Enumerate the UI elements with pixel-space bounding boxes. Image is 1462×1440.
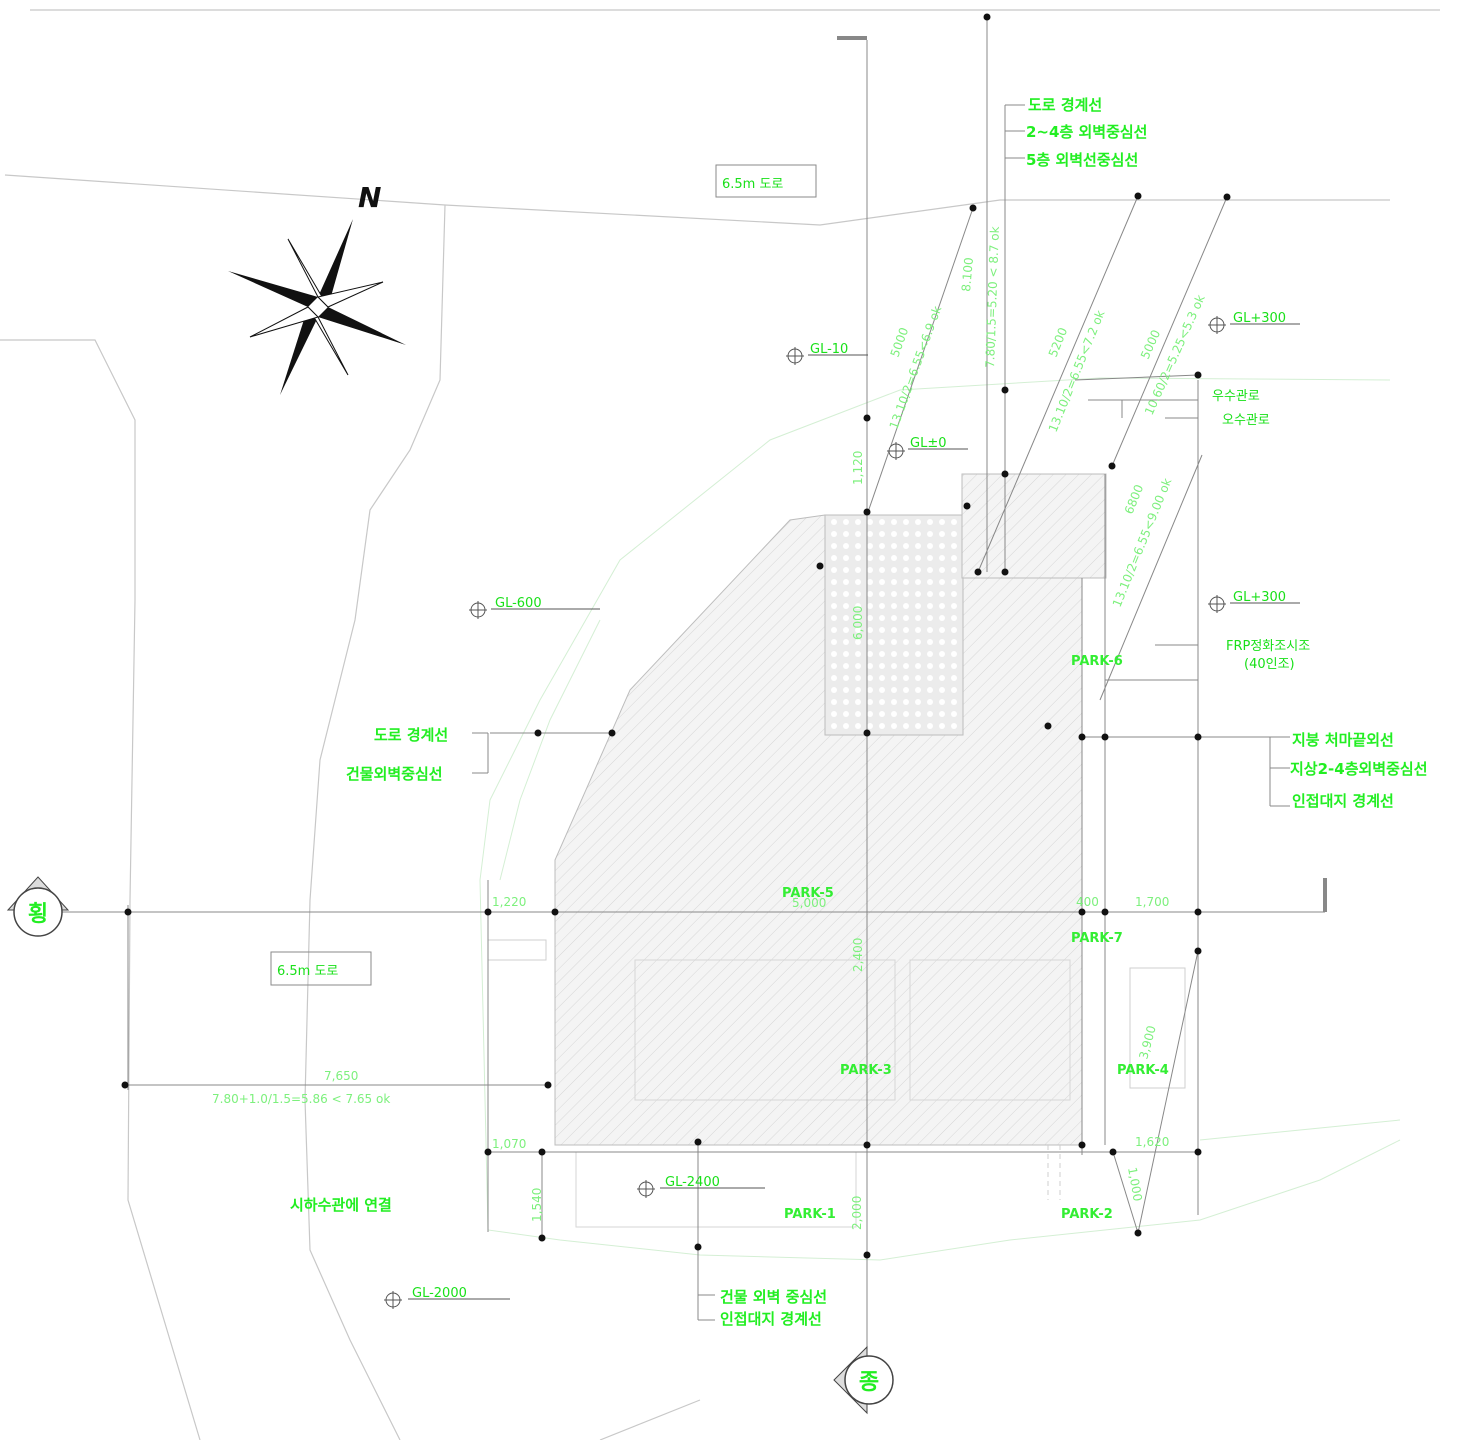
leader-left-building-wall: 건물외벽중심선 — [346, 765, 443, 783]
dim-diagonal-3a: 5200 — [1046, 326, 1070, 360]
section-marker-vertical: 종 — [833, 1345, 894, 1415]
leader-right-eaves: 지붕 처마끝외선 — [1292, 731, 1394, 749]
svg-text:GL+300: GL+300 — [1233, 311, 1286, 326]
road-label-top: 6.5m 도로 — [715, 164, 817, 198]
parking-label-3: PARK-3 — [840, 1063, 892, 1078]
parking-label-2: PARK-2 — [1061, 1207, 1113, 1222]
gl-marker-top: GL-10 — [786, 342, 868, 365]
dim-6000: 6,000 — [851, 606, 865, 640]
north-compass-icon: N — [228, 181, 406, 395]
svg-text:GL+300: GL+300 — [1233, 590, 1286, 605]
road-label-left: 6.5m 도로 — [270, 951, 372, 986]
gl-marker-mid: GL±0 — [887, 436, 968, 460]
dim-diagonal-5a: 6800 — [1122, 483, 1146, 517]
parking-label-7: PARK-7 — [1071, 931, 1123, 946]
dim-diagonal-1a: 5000 — [888, 326, 912, 359]
leader-bottom-adjacent: 인접대지 경계선 — [720, 1310, 822, 1328]
site-contour-lines — [479, 377, 1401, 1261]
svg-text:GL-600: GL-600 — [495, 596, 542, 611]
leader-right-adjacent: 인접대지 경계선 — [1292, 792, 1394, 810]
gl-marker-left: GL-600 — [469, 596, 600, 619]
parking-label-4: PARK-4 — [1117, 1063, 1169, 1078]
svg-text:6.5m 도로: 6.5m 도로 — [277, 964, 338, 979]
gl-marker-bottom-left: GL-2000 — [384, 1286, 510, 1309]
dim-3900: 3,900 — [1136, 1024, 1158, 1061]
svg-text:종: 종 — [859, 1370, 879, 1395]
leader-left-road-boundary: 도로 경계선 — [374, 726, 448, 744]
road-edges — [0, 9, 1440, 1440]
grid-lines — [35, 15, 1327, 1380]
dim-1070: 1,070 — [492, 1137, 526, 1151]
dim-diagonal-2a: 8.100 — [959, 257, 976, 292]
leader-top-road-boundary: 도로 경계선 — [1028, 96, 1102, 114]
leader-top-wall-2-4: 2~4층 외벽중심선 — [1026, 123, 1147, 141]
parking-label-1: PARK-1 — [784, 1207, 836, 1222]
dim-1000: 1,000 — [1125, 1166, 1145, 1202]
svg-text:GL-2400: GL-2400 — [665, 1175, 720, 1190]
dim-2400: 2,400 — [851, 938, 865, 972]
dim-diagonal-1b: 13.10/2=6.55<6.9 ok — [887, 304, 945, 431]
dim-5000-center: 5,000 — [792, 896, 826, 910]
leader-bottom-building-wall: 건물 외벽 중심선 — [720, 1288, 827, 1306]
parking-label-5: PARK-5 — [782, 886, 834, 901]
dim-1120: 1,120 — [851, 451, 865, 485]
dim-400: 400 — [1076, 895, 1099, 909]
svg-text:GL±0: GL±0 — [910, 436, 946, 451]
dim-calc-left: 7.80+1.0/1.5=5.86 < 7.65 ok — [212, 1092, 390, 1106]
septic-tank-label: FRP정화조시조 — [1226, 639, 1310, 654]
dim-1220: 1,220 — [492, 895, 526, 909]
dim-diagonal-3b: 13.10/2=6.55<7.2 ok — [1046, 308, 1108, 434]
pipe-storm-label: 우수관로 — [1212, 389, 1260, 404]
gl-marker-bottom: GL-2400 — [637, 1175, 765, 1198]
leader-right-wall-2-4: 지상2-4층외벽중심선 — [1290, 760, 1428, 778]
sewer-connection-label: 시하수관에 연결 — [290, 1196, 392, 1214]
section-marker-horizontal: 횡 — [6, 876, 70, 937]
stair-core — [824, 514, 964, 736]
septic-tank-capacity: (40인조) — [1244, 657, 1295, 672]
svg-text:6.5m 도로: 6.5m 도로 — [722, 177, 783, 192]
compass-north-letter: N — [358, 181, 381, 214]
leader-top-wall-5: 5층 외벽선중심선 — [1026, 151, 1138, 169]
svg-text:GL-2000: GL-2000 — [412, 1286, 467, 1301]
grid-node-dots — [121, 13, 1231, 1259]
dim-diagonal-2b: 7.80/1.5=5.20 < 8.7 ok — [983, 226, 1002, 368]
dim-1540: 1,540 — [530, 1188, 544, 1222]
dim-7650: 7,650 — [324, 1069, 358, 1083]
dim-2000: 2,000 — [850, 1196, 864, 1230]
parking-label-6: PARK-6 — [1071, 654, 1123, 669]
svg-text:GL-10: GL-10 — [810, 342, 848, 357]
gl-marker-top-right-1: GL+300 — [1208, 311, 1300, 334]
dim-1620: 1,620 — [1135, 1135, 1169, 1149]
building-footprint — [487, 473, 1186, 1228]
svg-text:횡: 횡 — [28, 902, 48, 927]
gl-marker-top-right-2: GL+300 — [1208, 590, 1300, 613]
pipe-sewer-label: 오수관로 — [1222, 413, 1270, 428]
dim-1700: 1,700 — [1135, 895, 1169, 909]
